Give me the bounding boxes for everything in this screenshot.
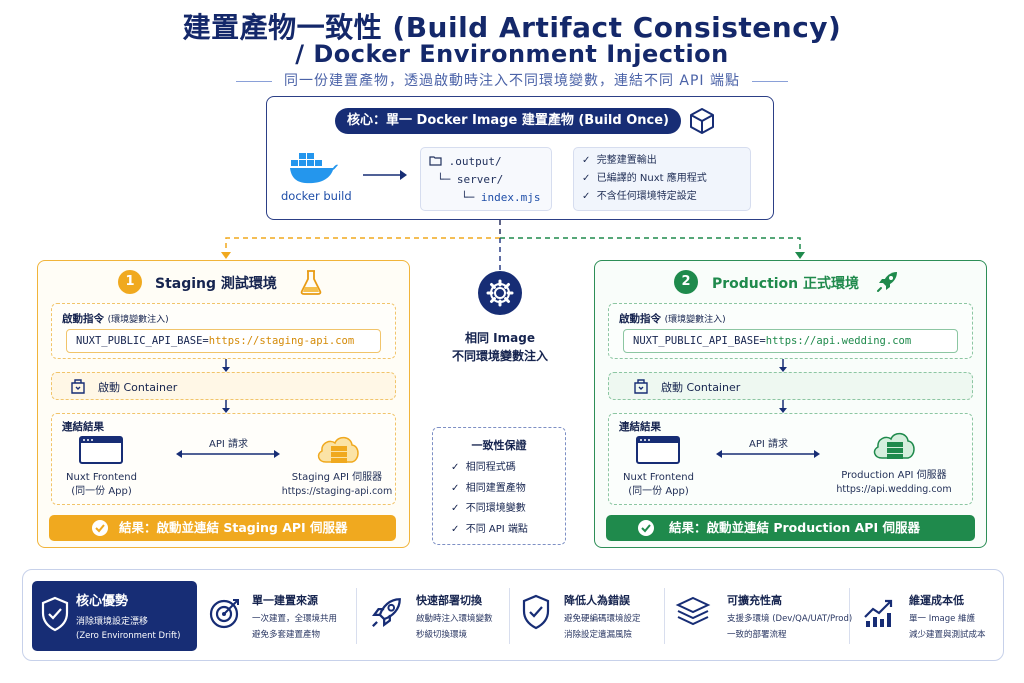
staging-cmd-section: 啟動指令 (環境變數注入) NUXT_PUBLIC_API_BASE=https… xyxy=(51,303,396,359)
divider xyxy=(664,588,665,644)
production-api-request: API 請求 xyxy=(749,439,788,450)
check-item: ✓ 已編譯的 Nuxt 應用程式 xyxy=(582,173,707,184)
tree-index: index.mjs xyxy=(480,191,541,204)
guarantee-item: ✓ 不同環境變數 xyxy=(451,503,526,514)
docker-whale-icon xyxy=(290,153,338,184)
staging-start-label: 啟動 Container xyxy=(98,381,178,394)
production-start-label: 啟動 Container xyxy=(661,381,741,394)
output-file-tree: .output/ └─ server/ └─ index.mjs xyxy=(420,147,552,211)
check-circle-icon xyxy=(638,520,654,536)
browser-window-icon xyxy=(636,436,680,464)
arrow-down xyxy=(779,359,787,372)
staging-result-bar: 結果：啟動並連結 Staging API 伺服器 xyxy=(49,515,396,541)
check-circle-icon xyxy=(92,520,108,536)
guarantee-item: ✓ 不同 API 端點 xyxy=(451,523,528,535)
check-item: ✓ 不含任何環境特定設定 xyxy=(582,191,697,202)
rocket-icon xyxy=(371,598,401,628)
benefit-item: 可擴充性高支援多環境 (Dev/QA/UAT/Prod)一致的部署流程 xyxy=(727,594,853,640)
page-subtitle: 同一份建置產物，透過啟動時注入不同環境變數，連結不同 API 端點 xyxy=(0,70,1024,90)
cloud-server-icon xyxy=(873,432,915,459)
core-pill: 核心：單一 Docker Image 建置產物 (Build Once) xyxy=(335,108,681,134)
staging-cmd-label: 啟動指令 (環境變數注入) xyxy=(62,313,169,325)
tree-output: .output/ xyxy=(448,155,502,168)
core-advantage-card: 核心優勢 消除環境設定漂移 (Zero Environment Drift) xyxy=(32,581,197,651)
shield-icon xyxy=(41,596,69,632)
production-panel: 2 Production 正式環境 啟動指令 (環境變數注入) NUXT_PUB… xyxy=(594,260,987,548)
production-title: Production 正式環境 xyxy=(712,276,860,292)
production-result-text: 結果：啟動並連結 Production API 伺服器 xyxy=(669,520,920,535)
benefit-item: 快速部署切換啟動時注入環境變數秒級切換環境 xyxy=(416,594,493,640)
benefit-item: 單一建置來源一次建置，全環境共用避免多套建置產物 xyxy=(252,594,338,640)
benefit-item: 維運成本低單一 Image 維護減少建置與測試成本 xyxy=(909,594,986,640)
chart-growth-icon xyxy=(864,599,893,627)
cloud-server-icon xyxy=(317,436,359,463)
subtitle-text: 同一份建置產物，透過啟動時注入不同環境變數，連結不同 API 端點 xyxy=(283,73,741,89)
divider xyxy=(356,588,357,644)
core-advantage-line1: 消除環境設定漂移 xyxy=(76,617,149,627)
arrow-down xyxy=(779,400,787,413)
browser-window-icon xyxy=(79,436,123,464)
guarantee-list: ✓ 相同程式碼 ✓ 相同建置產物 ✓ 不同環境變數 ✓ 不同 API 端點 xyxy=(451,458,528,540)
tree-server: server/ xyxy=(456,173,504,186)
consistency-guarantee: 一致性保證 ✓ 相同程式碼 ✓ 相同建置產物 ✓ 不同環境變數 ✓ 不同 API… xyxy=(432,427,566,545)
staging-env-command: NUXT_PUBLIC_API_BASE=https://staging-api… xyxy=(66,329,381,353)
target-icon xyxy=(209,599,239,629)
bidirectional-arrow xyxy=(716,450,820,458)
page-title-line2: / Docker Environment Injection xyxy=(295,40,729,68)
staging-start-container: 啟動 Container xyxy=(51,372,396,400)
staging-conn-label: 連結結果 xyxy=(62,421,104,433)
production-conn-label: 連結結果 xyxy=(619,421,661,433)
guarantee-item: ✓ 相同建置產物 xyxy=(451,482,526,494)
rocket-icon xyxy=(877,272,897,292)
production-cmd-section: 啟動指令 (環境變數注入) NUXT_PUBLIC_API_BASE=https… xyxy=(608,303,973,359)
staging-number: 1 xyxy=(118,270,142,294)
benefits-bar: 核心優勢 消除環境設定漂移 (Zero Environment Drift) 單… xyxy=(22,569,1004,661)
folder-icon xyxy=(429,156,442,166)
check-item: ✓ 完整建置輸出 xyxy=(582,155,657,166)
production-number: 2 xyxy=(674,270,698,294)
staging-api-request: API 請求 xyxy=(209,439,248,450)
arrow-to-output xyxy=(363,170,407,180)
container-icon xyxy=(71,379,85,394)
layers-icon xyxy=(675,596,711,626)
core-advantage-title: 核心優勢 xyxy=(76,594,129,609)
bidirectional-arrow xyxy=(176,450,280,458)
flask-icon xyxy=(300,270,322,295)
tree-index-row: └─ index.mjs xyxy=(461,191,541,204)
page-title-line1: 建置產物一致性 (Build Artifact Consistency) xyxy=(182,11,842,44)
production-result-bar: 結果：啟動並連結 Production API 伺服器 xyxy=(606,515,975,541)
core-image-box: 核心：單一 Docker Image 建置產物 (Build Once) doc… xyxy=(266,96,774,220)
guarantee-item: ✓ 相同程式碼 xyxy=(451,462,516,473)
tree-root: .output/ xyxy=(429,155,502,168)
arrow-down xyxy=(222,400,230,413)
container-icon xyxy=(634,379,648,394)
shield-icon xyxy=(522,594,550,630)
production-frontend: Nuxt Frontend(同一份 App) xyxy=(623,472,694,497)
staging-title: Staging 測試環境 xyxy=(155,276,277,292)
gear-icon xyxy=(478,271,522,315)
arrow-down xyxy=(222,359,230,372)
staging-connection-section: 連結結果 Nuxt Frontend(同一份 App) API 請求 Stagi… xyxy=(51,413,396,505)
staging-panel: 1 Staging 測試環境 啟動指令 (環境變數注入) NUXT_PUBLIC… xyxy=(37,260,410,548)
tree-server-row: └─ server/ xyxy=(437,173,504,186)
production-start-container: 啟動 Container xyxy=(608,372,973,400)
production-env-command: NUXT_PUBLIC_API_BASE=https://api.wedding… xyxy=(623,329,958,353)
divider xyxy=(849,588,850,644)
staging-result-text: 結果：啟動並連結 Staging API 伺服器 xyxy=(119,520,348,535)
benefit-item: 降低人為錯誤避免硬編碼環境設定消除設定遺漏風險 xyxy=(564,594,641,640)
docker-build-label: docker build xyxy=(281,189,352,203)
cube-icon xyxy=(690,108,714,134)
divider xyxy=(509,588,510,644)
guarantee-title: 一致性保證 xyxy=(471,439,527,452)
production-cmd-label: 啟動指令 (環境變數注入) xyxy=(619,313,726,325)
staging-frontend: Nuxt Frontend(同一份 App) xyxy=(66,472,137,497)
production-connection-section: 連結結果 Nuxt Frontend(同一份 App) API 請求 Produ… xyxy=(608,413,973,505)
build-checklist: ✓ 完整建置輸出 ✓ 已編譯的 Nuxt 應用程式 ✓ 不含任何環境特定設定 xyxy=(573,147,751,211)
core-advantage-line2: (Zero Environment Drift) xyxy=(76,631,181,641)
